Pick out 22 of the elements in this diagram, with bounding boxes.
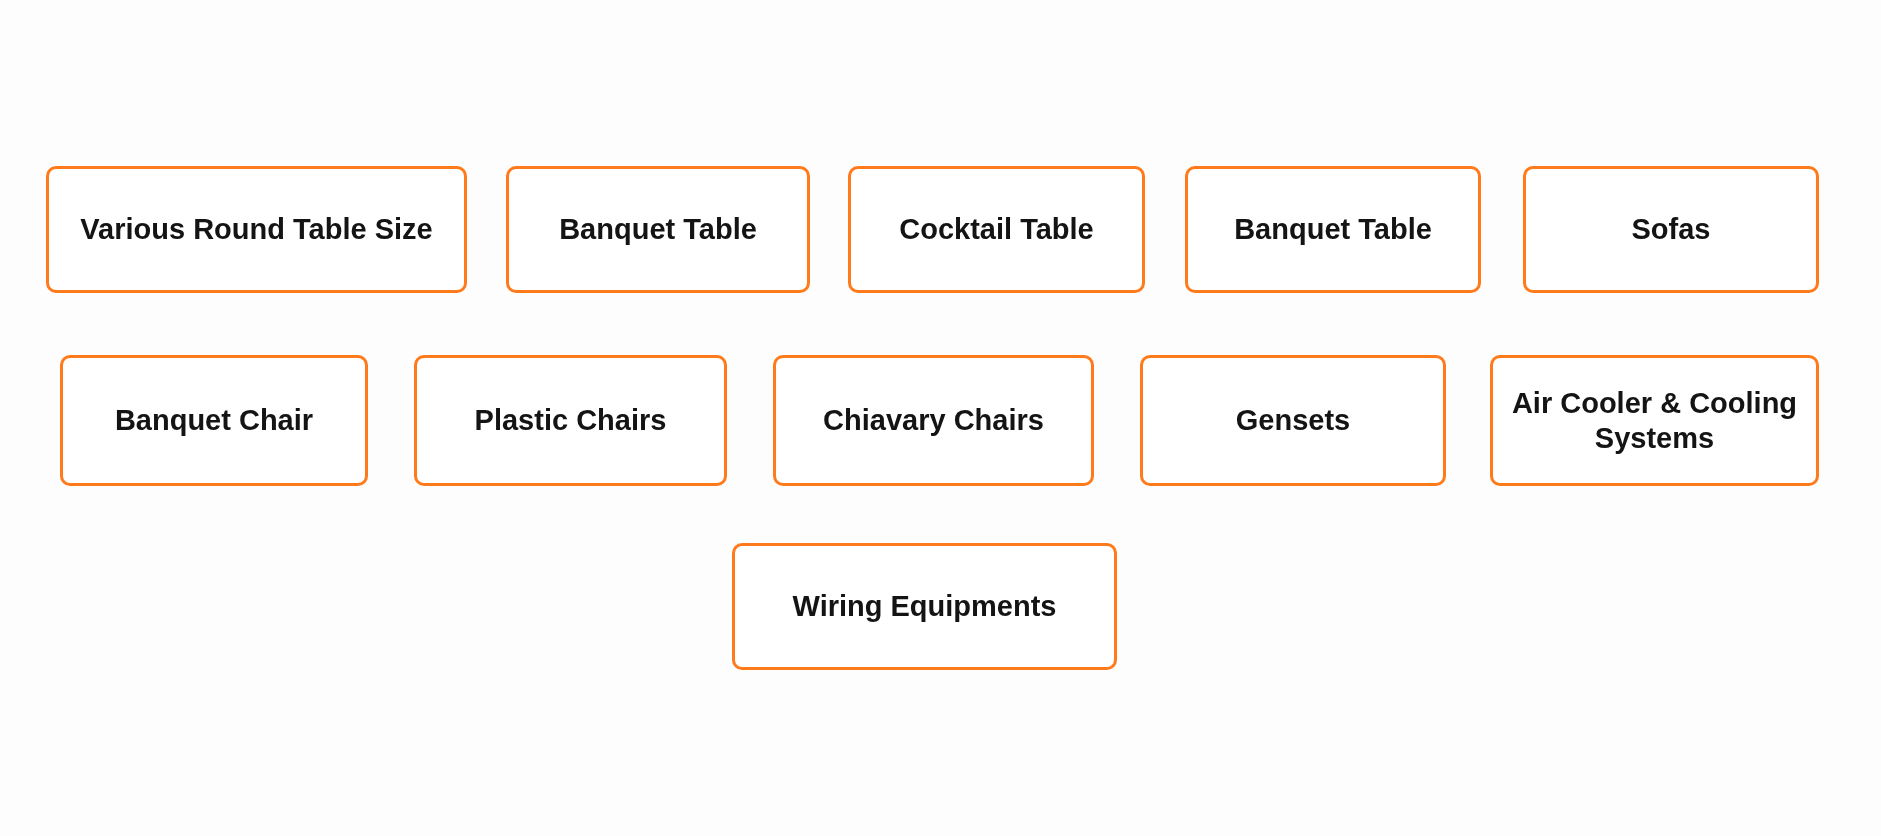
item-box: [60, 355, 368, 486]
item-label: Gensets: [1234, 403, 1352, 438]
item-label: Chiavary Chairs: [822, 403, 1045, 438]
item-box: [773, 355, 1094, 486]
item-label: Air Cooler & Cooling Systems: [1510, 385, 1799, 456]
item-label: Plastic Chairs: [473, 403, 668, 438]
item-box: [1185, 166, 1481, 293]
item-box: [46, 166, 467, 293]
item-box: [732, 543, 1117, 670]
item-box: [1140, 355, 1446, 486]
item-box: [848, 166, 1145, 293]
item-label: Cocktail Table: [898, 212, 1095, 247]
item-box: [1490, 355, 1819, 486]
item-label: Banquet Table: [1233, 212, 1433, 247]
item-box: [506, 166, 810, 293]
item-label: Sofas: [1630, 212, 1712, 247]
item-box: [1523, 166, 1819, 293]
item-box: [414, 355, 727, 486]
item-label: Banquet Table: [558, 212, 758, 247]
item-label: Various Round Table Size: [79, 212, 434, 247]
item-label: Wiring Equipments: [791, 589, 1058, 624]
item-label: Banquet Chair: [113, 403, 315, 438]
